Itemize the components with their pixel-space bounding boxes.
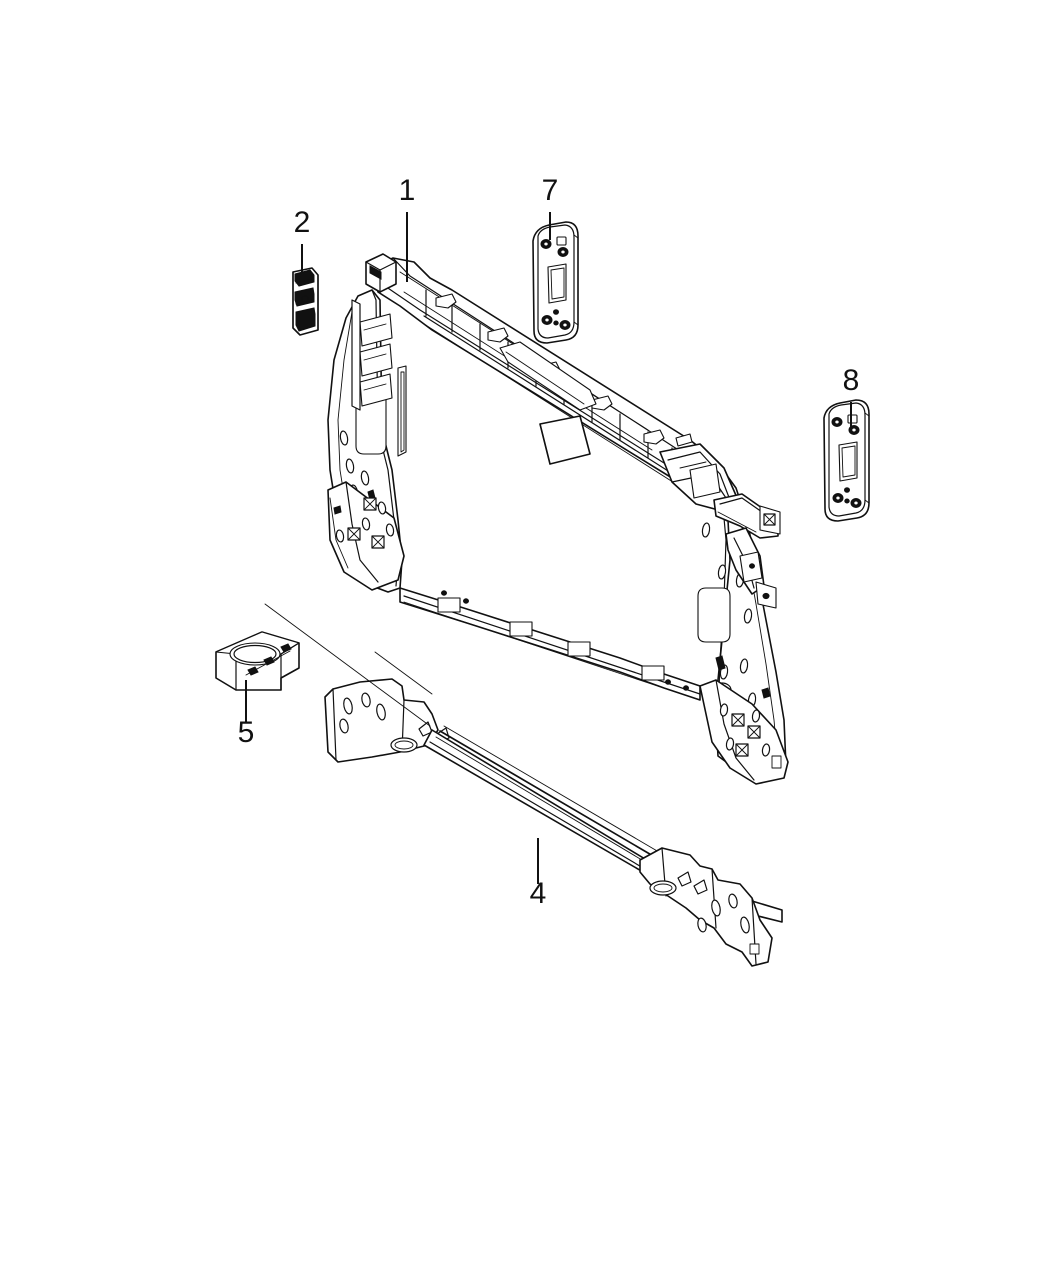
part-2-retainer-bracket xyxy=(292,267,319,336)
part-7-mounting-plate xyxy=(532,221,579,344)
callout-number-5: 5 xyxy=(238,716,255,749)
callout-numbers: 1 2 4 5 7 8 xyxy=(238,174,860,910)
callout-number-8: 8 xyxy=(843,364,860,397)
callout-number-2: 2 xyxy=(294,206,311,239)
part-4-lower-crossmember xyxy=(264,603,783,967)
callout-number-1: 1 xyxy=(399,174,416,207)
callout-number-4: 4 xyxy=(530,877,547,910)
callout-number-7: 7 xyxy=(542,174,559,207)
leader-lines xyxy=(245,212,852,884)
part-5-isolator-bracket xyxy=(215,631,300,691)
part-8-mounting-plate xyxy=(823,399,870,522)
part-1-radiator-support-frame xyxy=(327,253,789,785)
